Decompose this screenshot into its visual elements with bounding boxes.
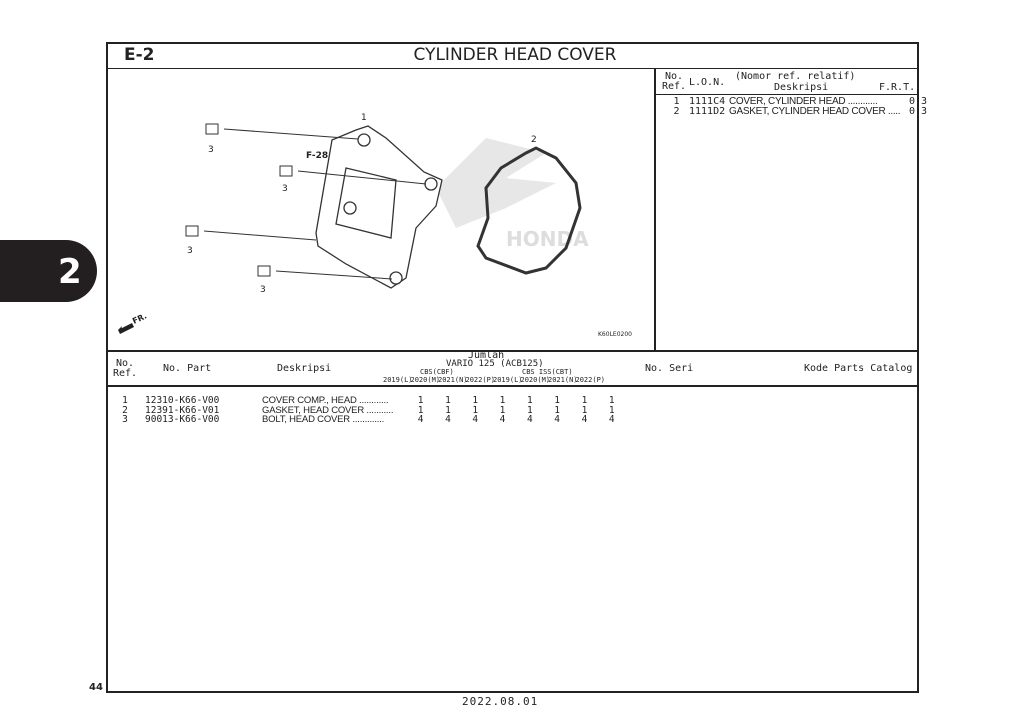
quantity: 1 <box>581 395 588 406</box>
table-row: 3 90013-K66-V00 BOLT, HEAD COVER .........… <box>115 415 625 425</box>
quantity: 1 <box>499 395 506 406</box>
parts-header-seri: No. Seri <box>645 363 694 374</box>
exploded-diagram: HONDA 1 2 3 3 3 3 F-28 FR. K60LE0200 <box>118 113 632 338</box>
parts-header-group2: CBS ISS(CBT) <box>522 368 573 376</box>
ref-no: 1 <box>122 395 128 406</box>
quantity: 1 <box>526 404 533 416</box>
year: 2022(P) <box>575 376 606 384</box>
part-description: BOLT, HEAD COVER ............. <box>262 415 385 425</box>
quantity: 1 <box>472 404 479 416</box>
page-number: 44 <box>89 682 103 693</box>
front-arrow-icon <box>118 323 134 334</box>
cylinder-head-cover <box>315 125 443 289</box>
honda-watermark <box>436 138 556 228</box>
quantity: 4 <box>499 414 506 425</box>
ref-no: 2 <box>122 404 128 416</box>
section-tab-number: 2 <box>58 252 82 292</box>
table-row: 2 12391-K66-V01 GASKET, HEAD COVER .......… <box>115 404 625 416</box>
ref-row: 2 1111D2 GASKET, CYLINDER HEAD COVER ...… <box>664 107 927 117</box>
part-description: GASKET, HEAD COVER ........... <box>262 405 394 415</box>
parts-header-model: VARIO 125 (ACB125) <box>446 359 544 369</box>
divider <box>106 350 917 352</box>
quantity: 4 <box>554 414 560 425</box>
table-row: 1 12310-K66-V00 COVER COMP., HEAD ........… <box>115 396 625 406</box>
parts-table-body: 1 12310-K66-V00 COVER COMP., HEAD ........… <box>115 396 625 425</box>
callout-3: 3 <box>187 246 193 256</box>
quantity: 1 <box>581 404 588 416</box>
year: 2021(N) <box>438 376 468 384</box>
divider <box>654 68 656 350</box>
parts-header-group1: CBS(CBF) <box>420 368 454 376</box>
part-number: 12310-K66-V00 <box>145 395 220 406</box>
year: 2020(M) <box>520 376 551 384</box>
ref-no: 1 <box>673 96 680 107</box>
ref-desc: COVER, CYLINDER HEAD ............ <box>729 96 878 107</box>
ref-frt: 0,3 <box>909 96 928 107</box>
quantity: 1 <box>499 404 506 416</box>
quantity: 1 <box>445 404 451 416</box>
quantity: 1 <box>554 395 560 406</box>
front-label: FR. <box>131 311 148 325</box>
ref-header-desc: Deskripsi <box>774 82 829 93</box>
year: 2020(M) <box>410 376 441 384</box>
year: 2019(L) <box>383 376 413 384</box>
quantity: 4 <box>472 414 479 425</box>
parts-header-jumlah: Jumlah <box>468 350 505 361</box>
quantity: 4 <box>417 414 424 425</box>
quantity: 1 <box>417 395 424 406</box>
bolts <box>185 123 427 280</box>
callout-3: 3 <box>208 145 214 155</box>
year: 2019(L) <box>493 376 523 384</box>
ref-no: 2 <box>673 106 680 117</box>
page-title: CYLINDER HEAD COVER <box>413 45 617 65</box>
year: 2022(P) <box>465 376 496 384</box>
ref-desc: GASKET, CYLINDER HEAD COVER ..... <box>729 106 901 117</box>
divider <box>655 94 917 95</box>
quantity: 1 <box>608 395 615 406</box>
quantity: 1 <box>608 404 615 416</box>
year: 2021(N) <box>548 376 578 384</box>
ref-label: F-28 <box>306 151 328 161</box>
ref-no: 3 <box>122 414 128 425</box>
parts-header-desc: Deskripsi <box>277 363 332 374</box>
callout-3: 3 <box>260 285 266 295</box>
quantity: 4 <box>445 414 451 425</box>
quantity: 4 <box>581 414 588 425</box>
part-number: 12391-K66-V01 <box>145 404 220 416</box>
ref-header-desc-top: (Nomor ref. relatif) <box>735 71 856 82</box>
parts-header-years: 2019(L) 2020(M) 2021(N) 2022(P) 2019(L) … <box>383 376 606 384</box>
watermark-text: HONDA <box>506 227 589 251</box>
quantity: 1 <box>526 395 533 406</box>
parts-header-kode: Kode Parts Catalog <box>804 363 913 374</box>
quantity: 1 <box>554 404 560 416</box>
callout-3: 3 <box>282 184 288 194</box>
ref-frt: 0,3 <box>909 106 928 117</box>
parts-header-no: No. Ref. <box>113 358 138 379</box>
ref-header-lon: L.O.N. <box>689 77 726 88</box>
section-code: E-2 <box>124 45 155 65</box>
diagram-code: K60LE0200 <box>598 331 632 338</box>
quantity: 1 <box>417 404 424 416</box>
gasket <box>476 146 582 275</box>
ref-row: 1 1111C4 COVER, CYLINDER HEAD ..........… <box>664 97 927 107</box>
divider <box>106 385 917 387</box>
callout-2: 2 <box>531 135 537 145</box>
section-tab <box>0 240 97 302</box>
ref-table-body: 1 1111C4 COVER, CYLINDER HEAD ..........… <box>664 97 927 117</box>
callout-1: 1 <box>361 113 367 123</box>
quantity: 4 <box>608 414 615 425</box>
quantity: 1 <box>445 395 451 406</box>
quantity: 1 <box>472 395 479 406</box>
part-description: COVER COMP., HEAD ............ <box>262 396 389 406</box>
ref-header-frt: F.R.T. <box>879 82 916 93</box>
ref-header-no: No. Ref. <box>662 71 687 92</box>
quantity: 4 <box>526 414 533 425</box>
ref-lon: 1111C4 <box>689 96 726 107</box>
title-bar <box>106 42 917 69</box>
parts-header-part: No. Part <box>163 363 212 374</box>
revision-date: 2022.08.01 <box>462 695 539 708</box>
ref-lon: 1111D2 <box>689 106 726 117</box>
part-number: 90013-K66-V00 <box>145 414 220 425</box>
page-frame <box>106 42 919 693</box>
